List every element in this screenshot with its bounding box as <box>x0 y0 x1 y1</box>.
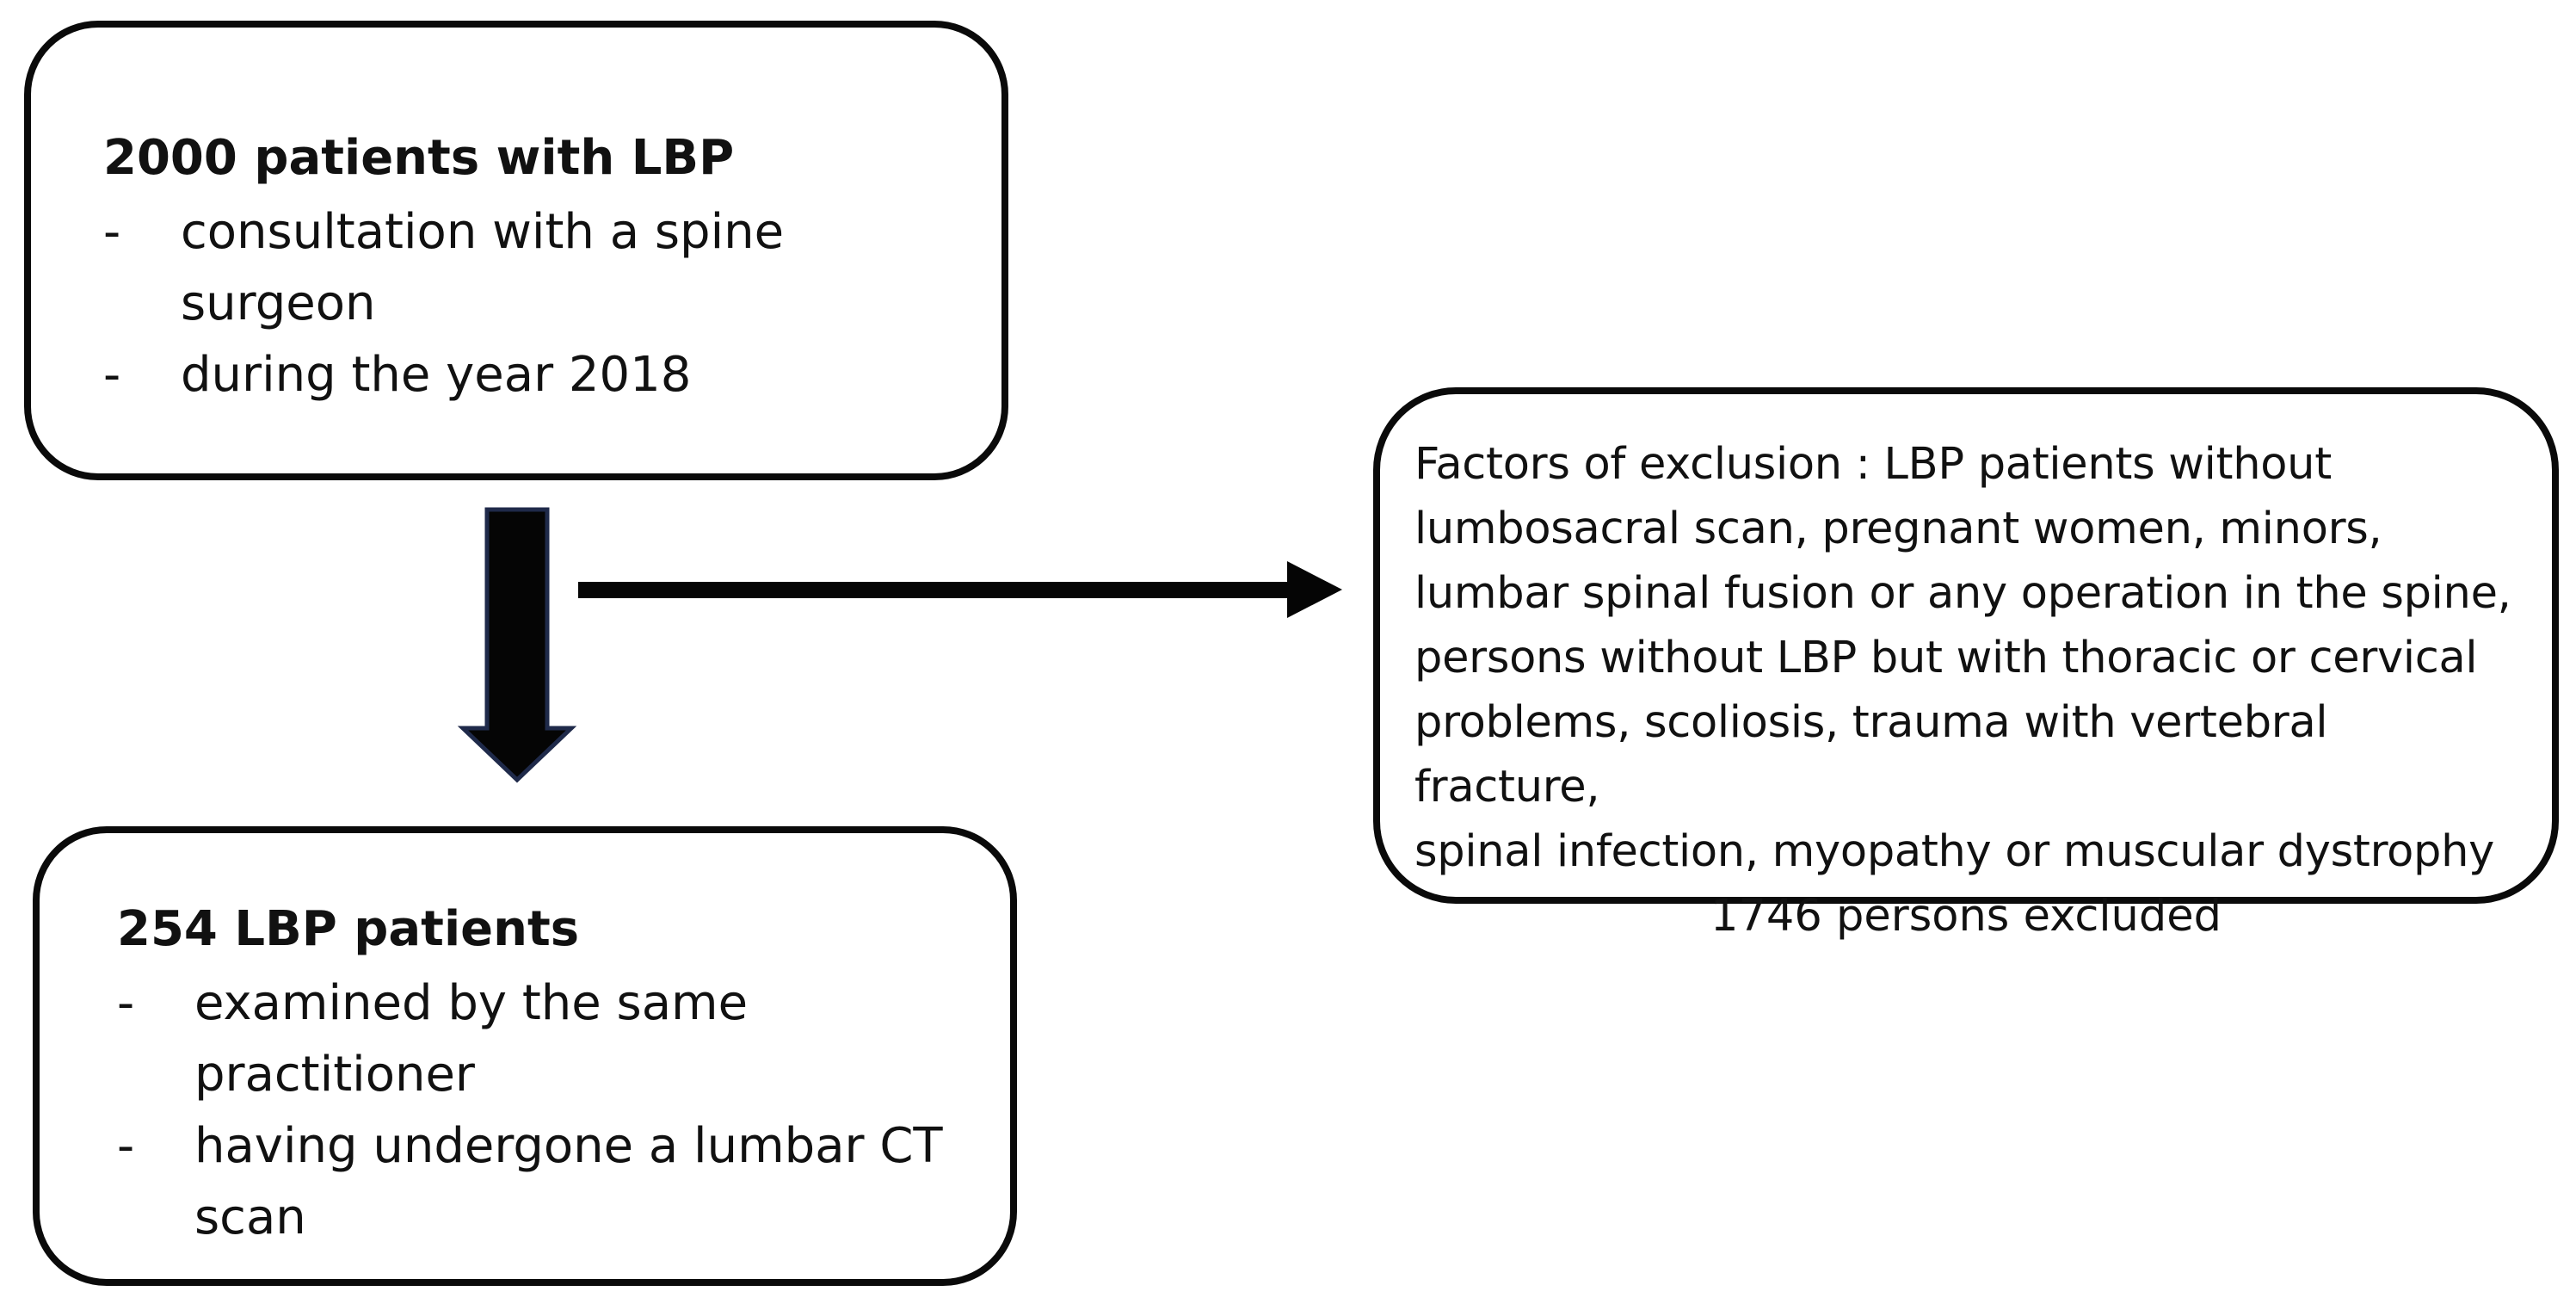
criterion-ct-scan: - having undergone a lumbar CT scan <box>117 1110 976 1253</box>
right-arrow-head <box>1287 561 1342 618</box>
inclusion-criteria-list: - consultation with a spine surgeon - du… <box>103 196 967 411</box>
exclusion-line: spinal infection, myopathy or muscular d… <box>1414 826 2495 877</box>
list-dash: - <box>117 975 135 1031</box>
exclusion-box: Factors of exclusion : LBP patients with… <box>1373 387 2559 942</box>
criterion-consultation: - consultation with a spine surgeon <box>103 196 967 339</box>
down-arrow <box>457 507 577 783</box>
exclusion-line: lumbar spinal fusion or any operation in… <box>1414 568 2511 619</box>
list-dash: - <box>103 347 121 403</box>
criterion-line: surgeon <box>181 275 376 331</box>
final-criteria-list: - examined by the same practitioner - ha… <box>117 967 976 1253</box>
excluded-count: 1746 persons excluded <box>1710 891 2222 942</box>
exclusion-line: Factors of exclusion : LBP patients with… <box>1414 439 2332 490</box>
criterion-line: practitioner <box>194 1047 475 1103</box>
list-dash: - <box>103 204 121 260</box>
initial-population-title: 2000 patients with LBP <box>103 130 735 186</box>
criterion-line: examined by the same <box>194 975 749 1031</box>
criterion-line: during the year 2018 <box>181 347 692 403</box>
final-population-box: 254 LBP patients - examined by the same … <box>33 826 1017 1286</box>
final-population-title: 254 LBP patients <box>117 901 580 957</box>
exclusion-line: lumbosacral scan, pregnant women, minors… <box>1414 504 2382 554</box>
initial-population-box: 2000 patients with LBP - consultation wi… <box>24 21 1008 480</box>
criterion-year: - during the year 2018 <box>103 339 967 411</box>
criterion-line: having undergone a lumbar CT <box>194 1118 943 1174</box>
criterion-line: consultation with a spine <box>181 204 785 260</box>
right-arrow-shaft <box>578 582 1301 598</box>
exclusion-line: persons without LBP but with thoracic or… <box>1414 633 2478 683</box>
criterion-same-practitioner: - examined by the same practitioner <box>117 967 976 1110</box>
exclusion-line: problems, scoliosis, trauma with vertebr… <box>1414 697 2328 813</box>
criterion-line: scan <box>194 1190 306 1245</box>
exclusion-factors-text: Factors of exclusion : LBP patients with… <box>1414 432 2517 884</box>
list-dash: - <box>117 1118 135 1174</box>
